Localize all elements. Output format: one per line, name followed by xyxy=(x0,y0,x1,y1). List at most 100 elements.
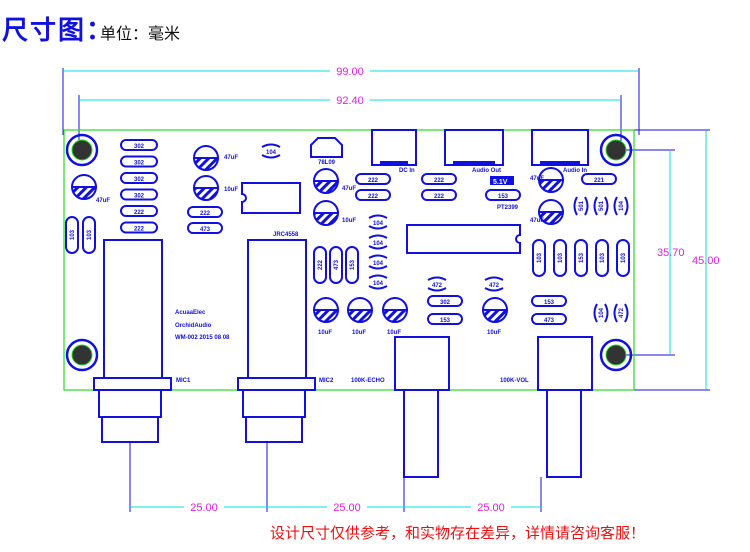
ic-pt2399 xyxy=(406,224,521,254)
capacitor-icon: 10uF xyxy=(481,297,509,336)
resistor-label: 103 xyxy=(600,252,606,263)
resistor: 222 xyxy=(421,173,457,185)
resistor-label: 153 xyxy=(440,318,451,324)
mic2-label: MIC2 xyxy=(319,378,334,384)
mounting-hole-icon xyxy=(599,133,633,167)
ceramic-capacitor: 104 xyxy=(368,214,388,230)
ceramic-capacitor: 104 xyxy=(613,196,629,216)
resistor-label: 153 xyxy=(350,259,356,270)
resistor-label: 103 xyxy=(558,252,564,263)
board-text-line1: AcuaaElec xyxy=(175,310,206,316)
resistor-label: 153 xyxy=(544,300,555,306)
capacitor-label: 47uF xyxy=(530,176,544,182)
connector-audio-in: Audio In xyxy=(531,129,589,174)
resistor-label: 473 xyxy=(334,259,340,270)
resistor: 153 xyxy=(574,239,588,277)
resistor: 153 xyxy=(427,313,463,325)
dim-25-b: 25.00 xyxy=(333,502,361,514)
resistor: 302 xyxy=(120,155,158,168)
ceramic-capacitor: 472 xyxy=(484,276,504,292)
resistor: 302 xyxy=(120,188,158,201)
resistor-label: 103 xyxy=(537,252,543,263)
dim-25-a: 25.00 xyxy=(190,502,218,514)
ceramic-capacitor: 472 xyxy=(427,276,447,292)
ceramic-label: 104 xyxy=(373,261,384,267)
capacitor-label: 10uF xyxy=(487,330,501,336)
board-text-line3: WM-002 2015 08 08 xyxy=(175,335,230,341)
ceramic-capacitor: 501 xyxy=(573,196,589,216)
resistor-label: 222 xyxy=(200,211,211,217)
resistor: 222 xyxy=(120,221,158,234)
pot-echo-label: 100K-ECHO xyxy=(351,378,385,384)
resistor: 153 xyxy=(531,295,567,307)
ceramic-capacitor: 104 xyxy=(368,234,388,250)
dim-35-7: 35.70 xyxy=(657,247,685,259)
capacitor-label: 10uF xyxy=(318,330,332,336)
ceramic-capacitor: 501 xyxy=(593,196,609,216)
resistor-label: 222 xyxy=(134,227,145,233)
resistor: 221 xyxy=(581,173,617,185)
resistor-label: 222 xyxy=(318,259,324,270)
potentiometer-volume: 100K-VOL xyxy=(500,336,593,512)
resistor: 302 xyxy=(120,172,158,184)
resistor: 103 xyxy=(82,216,96,254)
resistor: 302 xyxy=(427,295,463,307)
ceramic-label: 501 xyxy=(579,200,585,211)
ceramic-label: 104 xyxy=(599,307,605,318)
ceramic-capacitor: 472 xyxy=(613,303,629,323)
resistor-label: 302 xyxy=(134,194,145,200)
dimension-total-width: 99.00 xyxy=(62,64,640,135)
resistor-label: 153 xyxy=(498,194,509,200)
audio-in-label: Audio In xyxy=(563,168,587,174)
pot-vol-label: 100K-VOL xyxy=(500,378,529,384)
resistor: 103 xyxy=(595,239,609,277)
ic-pt2399-label: PT2399 xyxy=(497,205,519,211)
mounting-hole-icon xyxy=(65,338,99,372)
resistor-label: 103 xyxy=(70,229,76,240)
resistor: 222 xyxy=(355,173,391,185)
mounting-hole-icon xyxy=(599,338,633,372)
ceramic-label: 104 xyxy=(619,200,625,211)
dim-45: 45.00 xyxy=(692,255,720,267)
capacitor-icon: 10uF xyxy=(346,297,374,336)
ceramic-label: 104 xyxy=(373,221,384,227)
mic1-label: MIC1 xyxy=(176,378,191,384)
capacitor-icon: 47uF xyxy=(312,168,356,194)
ceramic-capacitor: 104 xyxy=(368,274,388,290)
resistor-label: 473 xyxy=(200,227,211,233)
resistor-label: 302 xyxy=(134,144,145,150)
ic-jrc4558-label: JRC4558 xyxy=(273,232,299,238)
resistor: 473 xyxy=(187,222,223,234)
potentiometer-echo: 100K-ECHO xyxy=(351,336,450,512)
resistor-label: 473 xyxy=(544,318,555,324)
ceramic-label: 501 xyxy=(599,200,605,211)
resistor-label: 222 xyxy=(134,210,145,216)
resistor: 222 xyxy=(313,246,327,284)
resistor: 222 xyxy=(355,189,391,201)
audio-out-label: Audio Out xyxy=(472,168,501,174)
resistor-label: 302 xyxy=(134,177,145,183)
capacitor-icon: 47uF xyxy=(192,145,238,171)
resistor-label: 302 xyxy=(440,300,451,306)
zener-5v1 xyxy=(490,176,514,185)
capacitor-icon: 10uF xyxy=(381,297,409,336)
connector-audio-out: Audio Out xyxy=(444,129,504,174)
capacitor-label: 10uF xyxy=(342,218,356,224)
mic-jack-2: MIC2 xyxy=(237,239,334,512)
resistor-label: 222 xyxy=(434,194,445,200)
capacitor-icon: 47uF xyxy=(530,199,565,225)
dimension-pot-spacing: 25.00 25.00 25.00 xyxy=(130,500,541,514)
regulator-78l09 xyxy=(310,137,343,158)
capacitor-icon: 10uF xyxy=(312,297,340,336)
ceramic-label: 104 xyxy=(266,150,277,156)
resistor-label: 103 xyxy=(87,229,93,240)
resistor-label: 153 xyxy=(579,252,585,263)
capacitor-label: 47uF xyxy=(96,198,110,204)
resistor: 222 xyxy=(120,205,158,217)
page-title: 尺寸图： xyxy=(2,16,115,46)
resistor-column-left: 302 302 302 302 222 222 222 473 222 222 222 222 153 2… xyxy=(120,139,617,325)
unit-label: 单位：毫米 xyxy=(100,24,181,43)
